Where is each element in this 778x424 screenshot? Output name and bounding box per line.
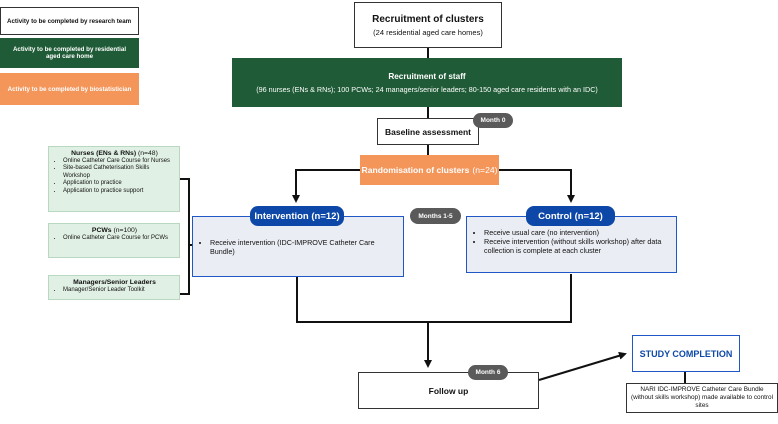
arrow-to-completion xyxy=(538,351,627,381)
study-completion-box: STUDY COMPLETION xyxy=(632,335,740,372)
pcws-title: PCWs xyxy=(91,227,112,234)
month-0-badge: Month 0 xyxy=(473,113,513,128)
legend-research-team: Activity to be completed by research tea… xyxy=(0,7,139,35)
control-item: Receive intervention (without skills wor… xyxy=(484,237,670,255)
final-note-text: NARI IDC-IMPROVE Catheter Care Bundle (w… xyxy=(630,386,774,409)
month-6-badge-label: Month 6 xyxy=(475,369,501,376)
baseline-assessment-label: Baseline assessment xyxy=(385,126,471,137)
control-item: Receive usual care (no intervention) xyxy=(484,228,670,237)
recruitment-clusters-subtitle: (24 residential aged care homes) xyxy=(373,27,483,37)
pcws-panel: PCWs (n=100) Online Catheter Care Course… xyxy=(48,223,180,258)
pcws-count: (n=100) xyxy=(111,227,138,234)
list-item: Online Catheter Care Course for PCWs xyxy=(63,235,175,242)
list-item: Application to practice xyxy=(63,180,175,187)
intervention-item: Receive intervention (IDC-IMPROVE Cathet… xyxy=(210,238,397,256)
followup-label: Follow up xyxy=(428,385,469,396)
control-label: Control (n=12) xyxy=(526,206,615,226)
bracket-intervention-components xyxy=(180,178,190,295)
control-label-text: Control (n=12) xyxy=(538,210,603,222)
control-list: Receive usual care (no intervention) Rec… xyxy=(475,228,670,256)
nurses-count: (n=48) xyxy=(136,150,158,157)
recruitment-staff-box: Recruitment of staff (96 nurses (ENs & R… xyxy=(232,58,622,107)
study-completion-label: STUDY COMPLETION xyxy=(639,348,733,359)
intervention-label: Intervention (n=12) xyxy=(250,206,344,226)
recruitment-staff-title: Recruitment of staff xyxy=(388,71,466,81)
nurses-list: Online Catheter Care Course for Nurses S… xyxy=(54,158,175,195)
list-item: Manager/Senior Leader Toolkit xyxy=(63,287,175,294)
nurses-title: Nurses (ENs & RNs) xyxy=(71,150,137,157)
intervention-panel: Receive intervention (IDC-IMPROVE Cathet… xyxy=(192,216,404,277)
randomisation-count: (n=24) xyxy=(472,165,498,175)
recruitment-clusters-title: Recruitment of clusters xyxy=(372,13,484,25)
line-arms-merge xyxy=(296,274,572,323)
pcws-header: PCWs (n=100) xyxy=(54,227,175,234)
pcws-list: Online Catheter Care Course for PCWs xyxy=(54,235,175,242)
randomisation-box: Randomisation of clusters (n=24) xyxy=(360,155,499,185)
list-item: Site-based Catheterisation Skills Worksh… xyxy=(63,165,175,180)
managers-title: Managers/Senior Leaders xyxy=(73,279,156,286)
recruitment-staff-subtitle: (96 nurses (ENs & RNs); 100 PCWs; 24 man… xyxy=(256,84,598,94)
baseline-assessment-box: Baseline assessment xyxy=(377,118,479,145)
nurses-panel: Nurses (ENs & RNs) (n=48) Online Cathete… xyxy=(48,146,180,212)
list-item: Online Catheter Care Course for Nurses xyxy=(63,158,175,165)
managers-panel: Managers/Senior Leaders Manager/Senior L… xyxy=(48,275,180,300)
legend-research-team-label: Activity to be completed by research tea… xyxy=(7,17,132,25)
legend-biostatistician-label: Activity to be completed by biostatistic… xyxy=(7,85,132,93)
intervention-list: Receive intervention (IDC-IMPROVE Cathet… xyxy=(201,238,397,256)
nurses-header: Nurses (ENs & RNs) (n=48) xyxy=(54,150,175,157)
randomisation-label: Randomisation of clusters xyxy=(361,165,470,175)
legend-biostatistician: Activity to be completed by biostatistic… xyxy=(0,73,139,105)
followup-box: Follow up xyxy=(358,372,539,409)
list-item: Application to practice support xyxy=(63,188,175,195)
managers-list: Manager/Senior Leader Toolkit xyxy=(54,287,175,294)
final-note-box: NARI IDC-IMPROVE Catheter Care Bundle (w… xyxy=(626,383,778,413)
arrow-to-control xyxy=(499,169,575,203)
recruitment-clusters-box: Recruitment of clusters (24 residential … xyxy=(354,2,502,48)
control-panel: Receive usual care (no intervention) Rec… xyxy=(466,216,677,273)
months-1-5-badge: Months 1-5 xyxy=(410,208,461,224)
intervention-label-text: Intervention (n=12) xyxy=(254,210,340,222)
arrow-to-intervention xyxy=(292,169,360,203)
month-0-badge-label: Month 0 xyxy=(480,117,506,124)
months-1-5-badge-label: Months 1-5 xyxy=(418,212,453,220)
month-6-badge: Month 6 xyxy=(468,365,508,380)
legend-residential-home: Activity to be completed by residential … xyxy=(0,38,139,68)
legend-residential-home-label: Activity to be completed by residential … xyxy=(12,46,127,60)
